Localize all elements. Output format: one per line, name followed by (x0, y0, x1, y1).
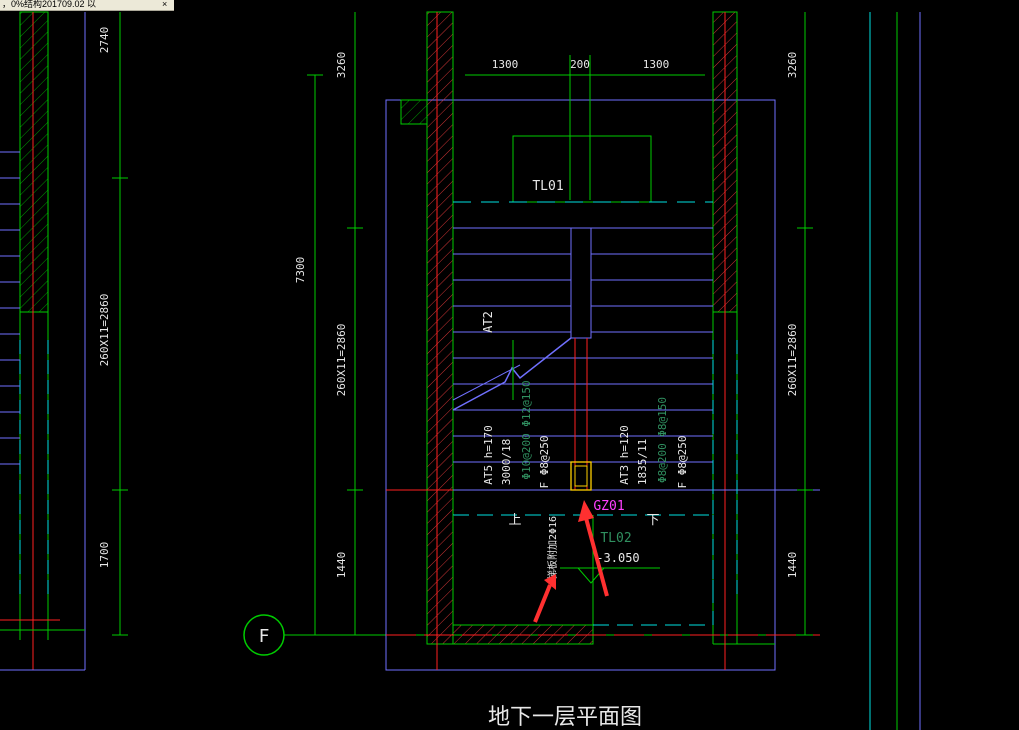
dim-stair-left: 260X11=2860 (98, 294, 111, 367)
dim-top-right: 3260 (786, 52, 799, 79)
dim-bot-right: 1440 (786, 552, 799, 579)
dim-span-total: 7300 (294, 257, 307, 284)
label-gz01[interactable]: GZ01 (593, 499, 624, 514)
dim-w1: 1300 (492, 58, 519, 71)
dim-bot-mid: 1440 (335, 552, 348, 579)
label-rebar: 梯板附加2Φ16 (546, 516, 559, 580)
main-stair-plan (385, 11, 820, 671)
dim-bot-left: 1700 (98, 542, 111, 569)
dim-w2: 200 (570, 58, 590, 71)
drawing-title: 地下一层平面图 (488, 705, 642, 730)
drawing-tab[interactable]: ，0%结构201709.02 以 × (0, 0, 174, 11)
red-arrow-right (578, 500, 609, 597)
right-dimensions (797, 12, 921, 730)
label-down: 下 (646, 513, 659, 528)
dim-w3: 1300 (643, 58, 670, 71)
dim-top-mid: 3260 (335, 52, 348, 79)
mid-dimensions (307, 12, 363, 636)
label-tl02[interactable]: TL02 (600, 531, 631, 546)
dim-top-left: 2740 (98, 27, 111, 54)
drawing-tab-title: ，0%结构201709.02 以 (2, 0, 97, 9)
grid-bubble-label: F (259, 626, 270, 647)
label-elevation: -3.050 (596, 551, 639, 565)
label-at5-b: 3000/18 (500, 439, 513, 485)
label-tl01[interactable]: TL01 (532, 179, 563, 194)
dim-stair-mid: 260X11=2860 (335, 324, 348, 397)
label-at3-b: 1835/11 (636, 439, 649, 485)
red-arrow-left (533, 574, 556, 623)
label-at5-c: Φ10@200 Φ12@150 (520, 380, 533, 479)
left-stair-fragment (0, 11, 128, 671)
label-at2[interactable]: AT2 (481, 311, 495, 333)
label-at3-a[interactable]: AT3 h=120 (618, 425, 631, 485)
label-at5-a[interactable]: AT5 h=170 (482, 425, 495, 485)
label-up: 上 (508, 513, 521, 528)
dim-stair-right: 260X11=2860 (786, 324, 799, 397)
label-at5-d: F Φ8@250 (538, 436, 551, 489)
close-icon[interactable]: × (162, 0, 168, 9)
label-at3-c: Φ8@200 Φ8@150 (656, 397, 669, 483)
label-at3-d: F Φ8@250 (676, 436, 689, 489)
